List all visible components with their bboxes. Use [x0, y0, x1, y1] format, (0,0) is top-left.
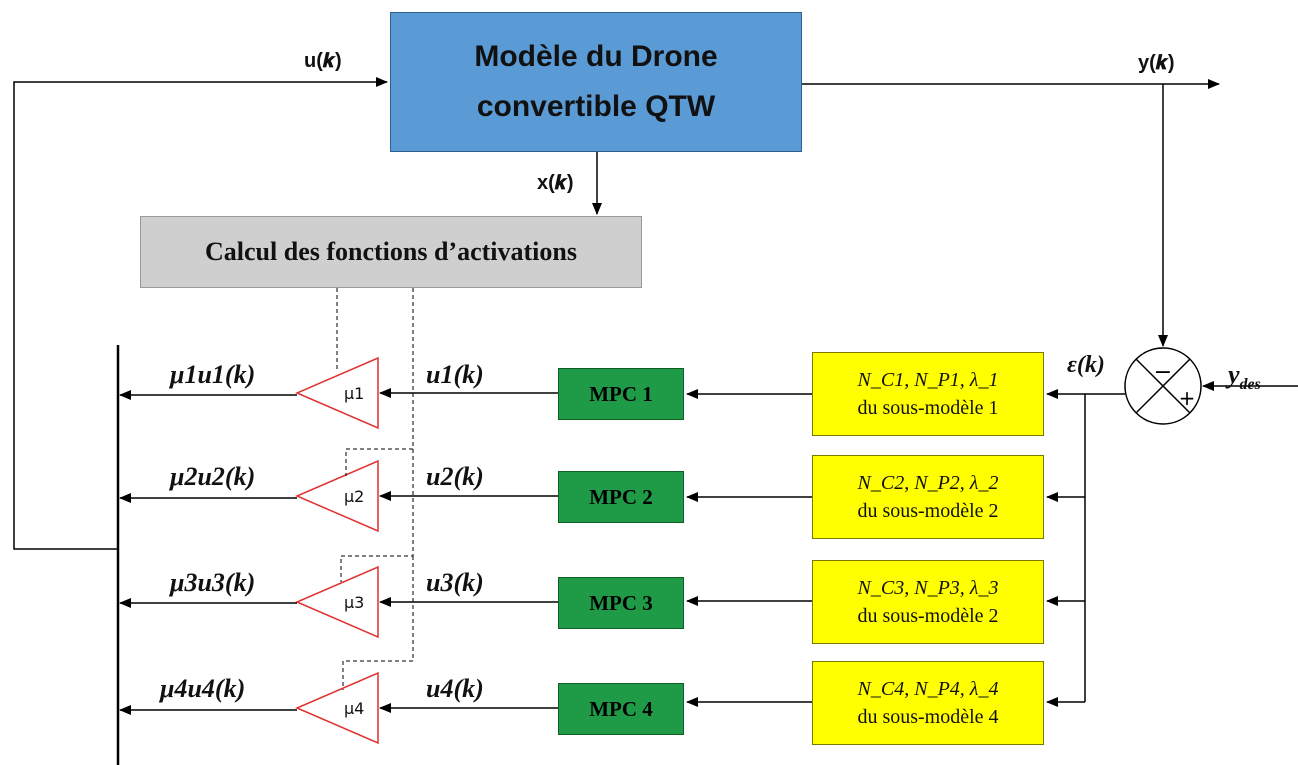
mpc-block-3: MPC 3 [558, 577, 684, 629]
param-line2-3: du sous-modèle 2 [857, 605, 999, 627]
param-line1-2: N_C2, N_P2, λ_2 [857, 472, 999, 494]
mu-gain-label-4: μ4 [344, 699, 365, 718]
gain-triangle-4 [295, 671, 379, 745]
param-line2-2: du sous-modèle 2 [857, 500, 999, 522]
summer-minus: − [1154, 360, 1172, 385]
drone-model-title-line1: Modèle du Drone [474, 40, 718, 73]
mpc-label-3: MPC 3 [589, 590, 653, 615]
activation-label: Calcul des fonctions d’activations [205, 237, 577, 266]
param-block-2: N_C2, N_P2, λ_2 du sous-modèle 2 [812, 455, 1044, 539]
mu4u4-label: μ4u4(k) [160, 674, 246, 703]
mu-gain-label-2: μ2 [344, 487, 365, 506]
mpc-label-4: MPC 4 [589, 696, 653, 721]
mu3u3-label: μ3u3(k) [170, 568, 256, 597]
epsilon-signal-label: ε(k) [1067, 352, 1105, 378]
x-signal-label: x(𝒌) [537, 172, 574, 194]
u4-label: u4(k) [426, 674, 484, 703]
drone-model-block: Modèle du Drone convertible QTW [390, 12, 802, 152]
y-signal-label: y(𝒌) [1138, 52, 1175, 74]
param-line2-1: du sous-modèle 1 [857, 397, 999, 419]
gain-triangle-3 [295, 565, 379, 639]
u2-label: u2(k) [426, 462, 484, 491]
summer-plus: + [1179, 386, 1196, 410]
mu-gain-label-3: μ3 [344, 593, 365, 612]
mu2u2-label: μ2u2(k) [170, 462, 256, 491]
gain-triangle-2 [295, 459, 379, 533]
mu-gain-label-1: μ1 [344, 384, 365, 403]
mpc-block-1: MPC 1 [558, 368, 684, 420]
param-block-3: N_C3, N_P3, λ_3 du sous-modèle 2 [812, 560, 1044, 644]
gain-triangle-1 [295, 356, 379, 430]
u1-label: u1(k) [426, 360, 484, 389]
param-line2-4: du sous-modèle 4 [857, 706, 999, 728]
param-block-1: N_C1, N_P1, λ_1 du sous-modèle 1 [812, 352, 1044, 436]
mpc-block-2: MPC 2 [558, 471, 684, 523]
ydes-signal-label: ydes [1228, 360, 1261, 394]
activation-block: Calcul des fonctions d’activations [140, 216, 642, 288]
param-line1-4: N_C4, N_P4, λ_4 [857, 678, 999, 700]
mu1u1-label: μ1u1(k) [170, 360, 256, 389]
summing-junction [1124, 347, 1202, 425]
mpc-label-1: MPC 1 [589, 381, 653, 406]
param-line1-3: N_C3, N_P3, λ_3 [857, 577, 999, 599]
mpc-block-4: MPC 4 [558, 683, 684, 735]
u-feedback-line [13, 77, 388, 550]
mpc-label-2: MPC 2 [589, 484, 653, 509]
activation-dashed-lines [336, 288, 414, 690]
drone-model-title-line2: convertible QTW [476, 90, 716, 123]
u-signal-label: u(𝒌) [304, 50, 342, 72]
param-block-4: N_C4, N_P4, λ_4 du sous-modèle 4 [812, 661, 1044, 745]
param-line1-1: N_C1, N_P1, λ_1 [857, 369, 999, 391]
u3-label: u3(k) [426, 568, 484, 597]
